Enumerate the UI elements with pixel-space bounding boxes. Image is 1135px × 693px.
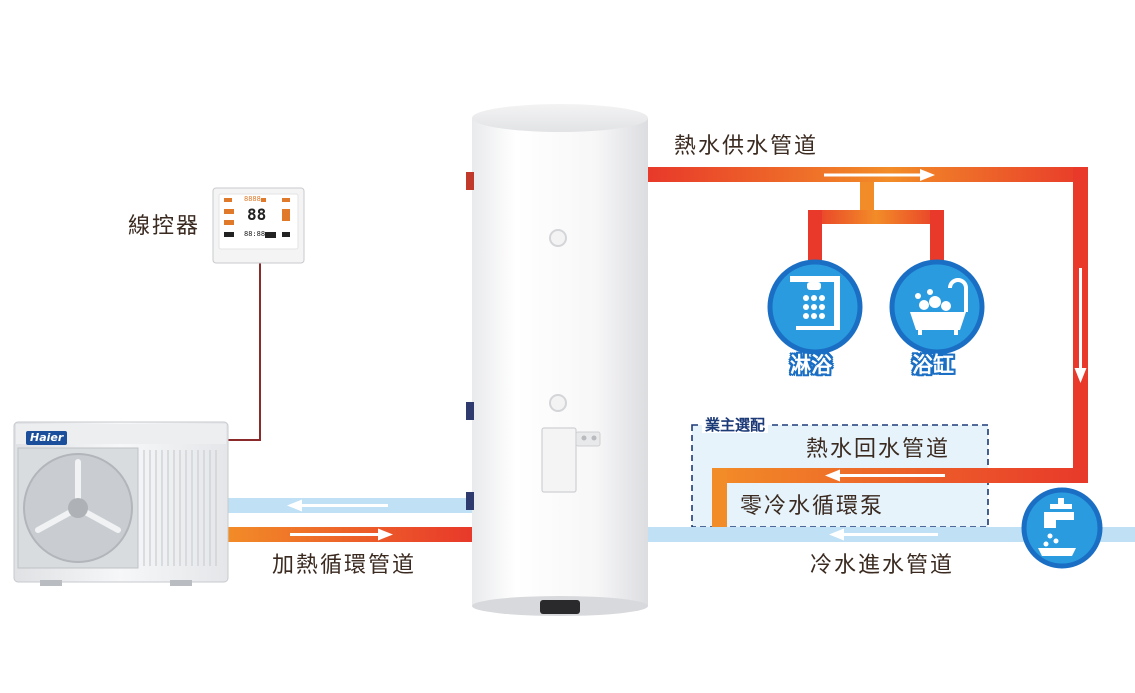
branch-header xyxy=(808,210,944,224)
brand-logo: Haier xyxy=(26,431,68,446)
controller-display-digits: 88 xyxy=(247,205,267,224)
branch-shower-drop xyxy=(808,210,822,270)
branch-bathtub-drop xyxy=(930,210,944,270)
label-circulation-pump: 零冷水循環泵 xyxy=(740,494,885,519)
controller-top-readout: 8888 xyxy=(244,195,261,203)
label-controller: 線控器 xyxy=(128,214,201,239)
arrow-cold-inlet xyxy=(829,528,938,541)
label-hot-return: 熱水回水管道 xyxy=(806,437,951,462)
wire-controller xyxy=(212,187,305,264)
shower-icon xyxy=(767,259,863,355)
hot-return-drop xyxy=(712,468,727,527)
label-cold-inlet: 冷水進水管道 xyxy=(810,553,955,578)
arrow-hot-return xyxy=(825,469,945,482)
control-wire xyxy=(226,263,261,441)
arrow-hot-supply xyxy=(824,169,935,181)
controller-bottom-readout: 88:88 xyxy=(244,230,266,238)
heat-pump-outdoor-unit xyxy=(13,421,229,586)
label-hot-supply: 熱水供水管道 xyxy=(674,134,819,159)
flow-arrows xyxy=(287,169,1087,541)
arrow-loop-hot xyxy=(290,528,393,541)
label-heating-loop: 加熱循環管道 xyxy=(272,553,417,578)
label-shower: 淋浴 xyxy=(790,353,832,377)
arrow-loop-cold xyxy=(287,499,388,512)
label-optional: 業主選配 xyxy=(702,418,769,433)
faucet-icon xyxy=(1021,487,1103,569)
water-tank xyxy=(466,104,648,616)
bathtub-icon xyxy=(889,259,985,355)
branch-stem xyxy=(860,182,874,212)
arrow-hot-riser-down xyxy=(1074,268,1087,383)
label-bathtub: 浴缸 xyxy=(912,353,954,377)
